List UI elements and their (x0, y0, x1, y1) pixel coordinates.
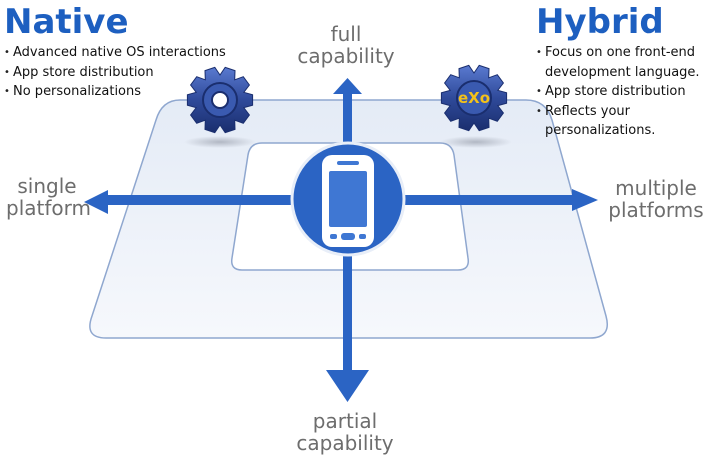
exo-logo-text: eXo (458, 89, 490, 107)
axis-label-top: full capability (290, 23, 402, 67)
exo-gear-icon: eXo (440, 64, 508, 132)
hybrid-bullet: Reflects your personalizations. (536, 102, 708, 141)
native-bullet: No personalizations (4, 82, 236, 102)
axis-label-line: platforms (608, 198, 704, 222)
axis-label-line: capability (296, 431, 394, 455)
axis-label-line: partial (312, 409, 378, 433)
axis-label-bottom: partial capability (278, 410, 412, 454)
native-gear-shadow (184, 136, 256, 148)
hybrid-bullet-list: Focus on one front-end development langu… (536, 43, 708, 141)
native-bullet: Advanced native OS interactions (4, 43, 236, 63)
hybrid-bullet: App store distribution (536, 82, 708, 102)
axis-label-line: platform (6, 196, 91, 220)
smartphone-icon (290, 141, 406, 257)
axis-label-line: single (17, 174, 77, 198)
hybrid-bullet: Focus on one front-end development langu… (536, 43, 708, 82)
axis-label-line: full (330, 22, 362, 46)
axis-label-line: multiple (615, 176, 697, 200)
gear-ring (456, 80, 492, 116)
hybrid-title: Hybrid (536, 2, 664, 42)
axis-label-right: multiple platforms (604, 177, 708, 221)
native-bullet-list: Advanced native OS interactions App stor… (4, 43, 236, 102)
axis-label-line: capability (297, 44, 395, 68)
hybrid-panel: Hybrid Focus on one front-end developmen… (536, 4, 708, 141)
axis-label-left: single platform (6, 174, 91, 220)
native-bullet: App store distribution (4, 63, 236, 83)
hybrid-gear-shadow (440, 136, 512, 148)
native-panel: Native Advanced native OS interactions A… (4, 4, 236, 102)
native-title: Native (4, 2, 129, 42)
